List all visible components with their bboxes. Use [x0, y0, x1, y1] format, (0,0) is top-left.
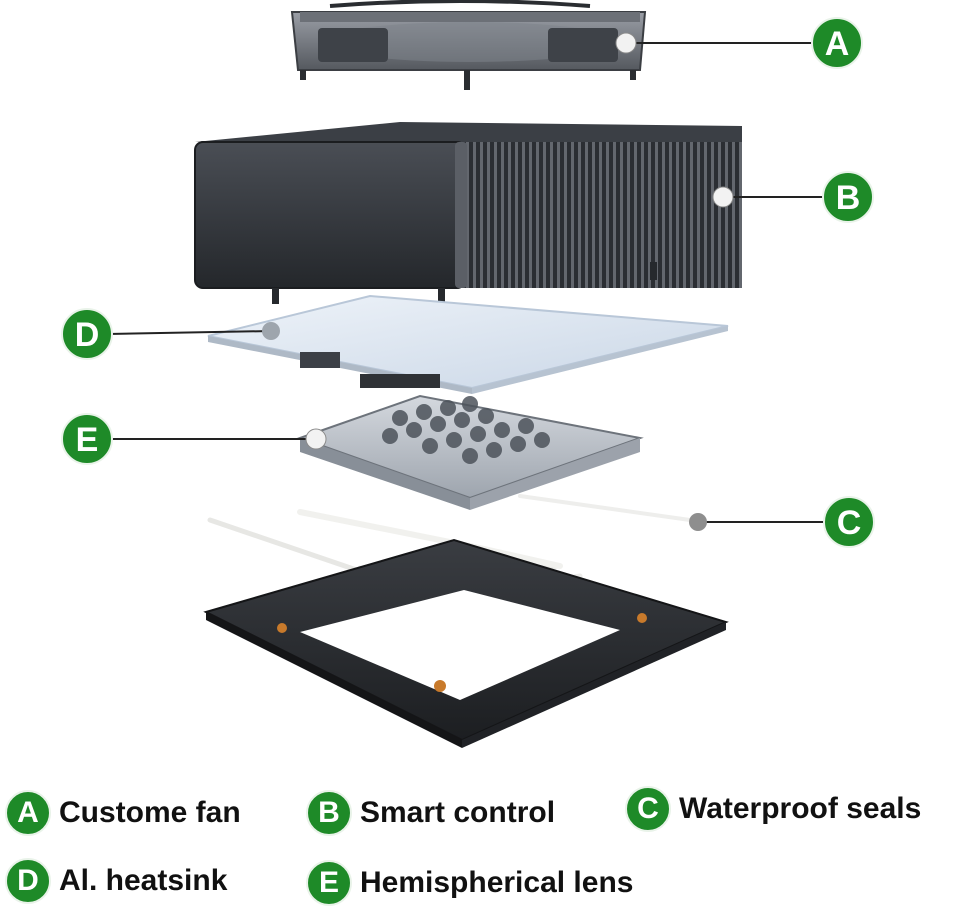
leader-line-d [107, 330, 272, 335]
legend-text-smart-control: Smart control [360, 796, 556, 829]
callout-label-c: C [837, 504, 862, 542]
legend-item-c: C Waterproof seals [625, 786, 921, 832]
legend-badge-c: C [625, 786, 671, 832]
callout-badge-c: C [823, 496, 875, 548]
anchor-dot-b [712, 186, 734, 208]
anchor-dot-a [615, 32, 637, 54]
fan-part [290, 0, 647, 90]
callout-badge-e: E [61, 413, 113, 465]
base-frame-part [203, 538, 729, 748]
anchor-dot-e [305, 428, 327, 450]
callout-label-e: E [76, 421, 99, 459]
legend-badge-b: B [306, 790, 352, 836]
callout-label-d: D [75, 316, 100, 354]
legend: A Custome fan B Smart control C Waterpro… [0, 770, 956, 913]
aluminium-plate-part [207, 294, 729, 394]
callout-badge-b: B [822, 171, 874, 223]
callout-label-a: A [825, 25, 850, 63]
callout-badge-d: D [61, 308, 113, 360]
callout-badge-a: A [811, 17, 863, 69]
anchor-dots [262, 32, 734, 531]
legend-item-b: B Smart control [306, 790, 555, 836]
legend-item-d: D Al. heatsink [5, 858, 227, 904]
legend-item-a: A Custome fan [5, 790, 241, 836]
legend-badge-a: A [5, 790, 51, 836]
legend-badge-d: D [5, 858, 51, 904]
leader-lines [107, 42, 826, 523]
lens-part [296, 394, 644, 510]
legend-text-waterproof-seals: Waterproof seals [679, 792, 922, 825]
anchor-dot-c [689, 513, 707, 531]
legend-badge-e: E [306, 860, 352, 906]
legend-text-al-heatsink: Al. heatsink [59, 864, 228, 897]
legend-text-custome-fan: Custome fan [59, 796, 241, 829]
callout-label-b: B [836, 179, 861, 217]
legend-text-hemispherical-lens: Hemispherical lens [360, 866, 634, 899]
legend-item-e: E Hemispherical lens [306, 860, 633, 906]
heatsink-enclosure-part [194, 122, 742, 316]
anchor-dot-d [262, 322, 280, 340]
